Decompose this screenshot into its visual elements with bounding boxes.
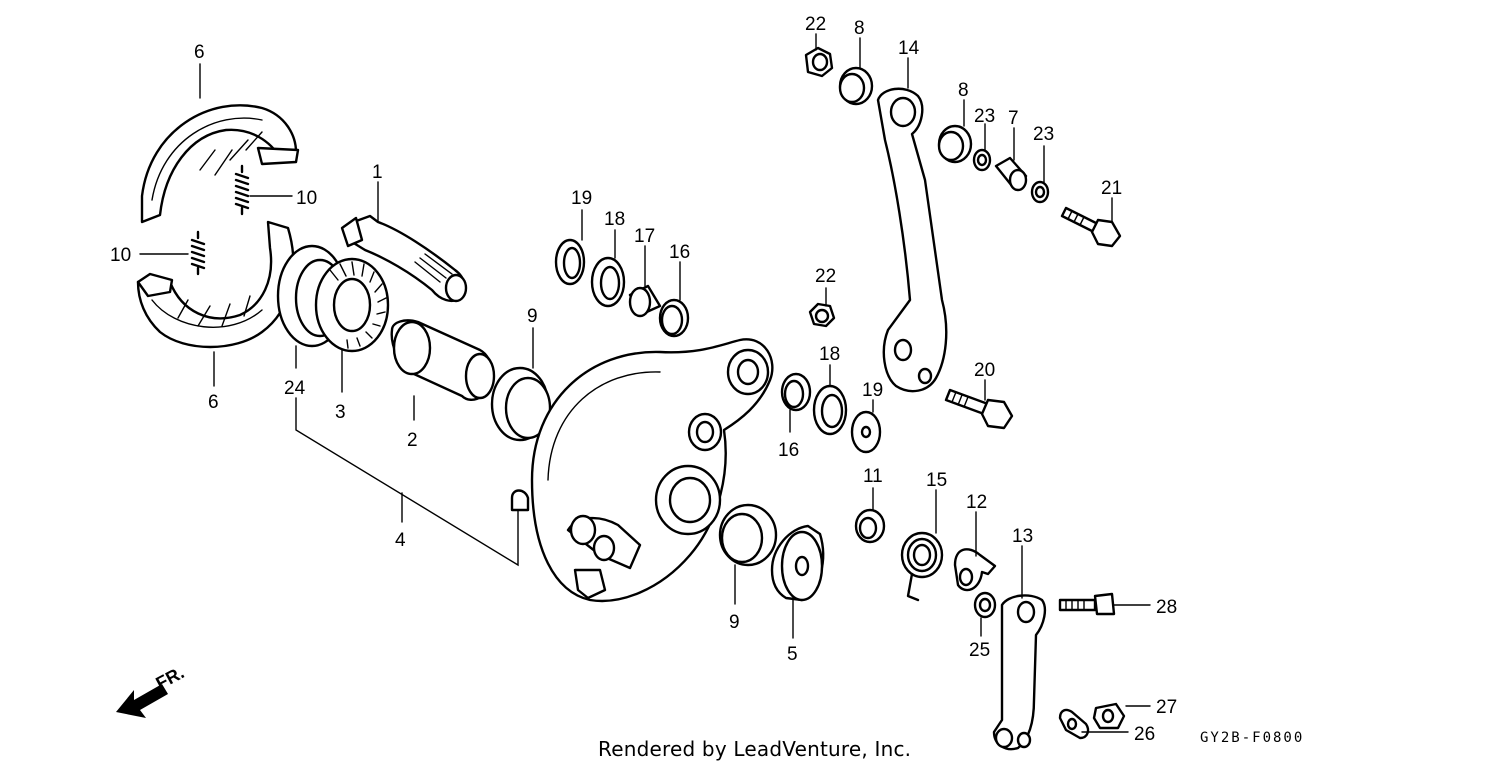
callout-23-lower: 23 <box>1033 124 1054 145</box>
callout-9-lower: 9 <box>729 612 740 633</box>
nut-22-upper <box>804 46 834 78</box>
lever-arm-13 <box>992 594 1047 751</box>
bearing-16-lower <box>780 372 812 412</box>
pinion-gear <box>314 257 390 353</box>
bolt-21 <box>1060 206 1122 248</box>
render-credit: Rendered by LeadVenture, Inc. <box>598 737 912 761</box>
bearing-16-upper <box>658 298 690 338</box>
callout-16-lower: 16 <box>778 440 799 461</box>
callout-10-left: 10 <box>110 245 131 266</box>
brake-panel-housing <box>510 338 774 603</box>
dust-cover <box>770 524 825 602</box>
callout-19-upper: 19 <box>571 188 592 209</box>
washer-plate-12 <box>953 548 997 592</box>
callout-11: 11 <box>863 466 883 487</box>
callout-17: 17 <box>634 226 655 247</box>
callout-14: 14 <box>898 38 920 59</box>
washer-23-upper <box>972 148 992 172</box>
callout-22-upper: 22 <box>805 14 826 35</box>
callout-27: 27 <box>1156 697 1177 718</box>
callout-6-lower: 6 <box>208 392 219 413</box>
bearing-8-lower <box>937 124 973 164</box>
callout-1: 1 <box>372 162 383 183</box>
callout-16-upper: 16 <box>669 242 690 263</box>
washer-19-upper <box>554 238 586 286</box>
callout-25: 25 <box>969 640 990 661</box>
front-direction-arrow-icon: FR. <box>116 662 187 718</box>
callout-20: 20 <box>974 360 995 381</box>
joint-26 <box>1058 708 1090 740</box>
callout-23-upper: 23 <box>974 106 995 127</box>
callout-labels: 1 2 3 4 5 6 6 7 8 8 9 9 10 10 11 12 13 1… <box>110 14 1177 745</box>
callout-24: 24 <box>284 378 306 399</box>
bolt-28 <box>1058 592 1116 616</box>
seal-18-upper <box>590 256 626 308</box>
callout-10-right: 10 <box>296 188 317 209</box>
nut-22-lower <box>808 302 836 328</box>
callout-3: 3 <box>335 402 346 423</box>
callout-4: 4 <box>395 530 406 551</box>
callout-19-lower: 19 <box>862 380 883 401</box>
torsion-spring <box>900 531 944 602</box>
bearing-8-upper <box>838 66 874 106</box>
bushing-17 <box>628 284 662 318</box>
spring-lower <box>190 230 206 276</box>
arm-14 <box>876 87 948 393</box>
nut-27 <box>1092 702 1126 730</box>
callout-26: 26 <box>1134 724 1155 745</box>
nut-25 <box>973 591 997 619</box>
seal-ring-upper <box>490 366 552 442</box>
callout-12: 12 <box>966 492 987 513</box>
callout-13: 13 <box>1012 526 1033 547</box>
leader-lines <box>139 33 1151 733</box>
callout-7: 7 <box>1008 108 1019 129</box>
washer-19-lower <box>850 410 882 454</box>
assembly-bracket-4 <box>295 397 519 567</box>
callout-28: 28 <box>1156 597 1177 618</box>
collar-11 <box>854 508 886 544</box>
callout-2: 2 <box>407 430 418 451</box>
callout-21: 21 <box>1101 178 1122 199</box>
callout-18-lower: 18 <box>819 344 840 365</box>
collar-sleeve <box>390 319 496 401</box>
callout-15: 15 <box>926 470 947 491</box>
seal-18-lower <box>812 384 848 436</box>
callout-18-upper: 18 <box>604 209 625 230</box>
drive-shaft <box>340 214 468 303</box>
diagram-code: GY2B-F0800 <box>1200 730 1305 746</box>
callout-8-upper: 8 <box>854 18 865 39</box>
callout-8-lower: 8 <box>958 80 969 101</box>
spring-upper <box>234 164 250 216</box>
callout-6-upper: 6 <box>194 42 205 63</box>
brake-shoe-upper <box>140 104 300 224</box>
callout-9-upper: 9 <box>527 306 538 327</box>
washer-23-lower <box>1030 180 1050 204</box>
collar-7 <box>994 156 1028 192</box>
brake-shoe-lower <box>136 220 295 349</box>
callout-5: 5 <box>787 644 798 665</box>
bolt-20 <box>944 388 1014 430</box>
seal-ring-lower <box>718 503 778 567</box>
callout-22-lower: 22 <box>815 266 836 287</box>
